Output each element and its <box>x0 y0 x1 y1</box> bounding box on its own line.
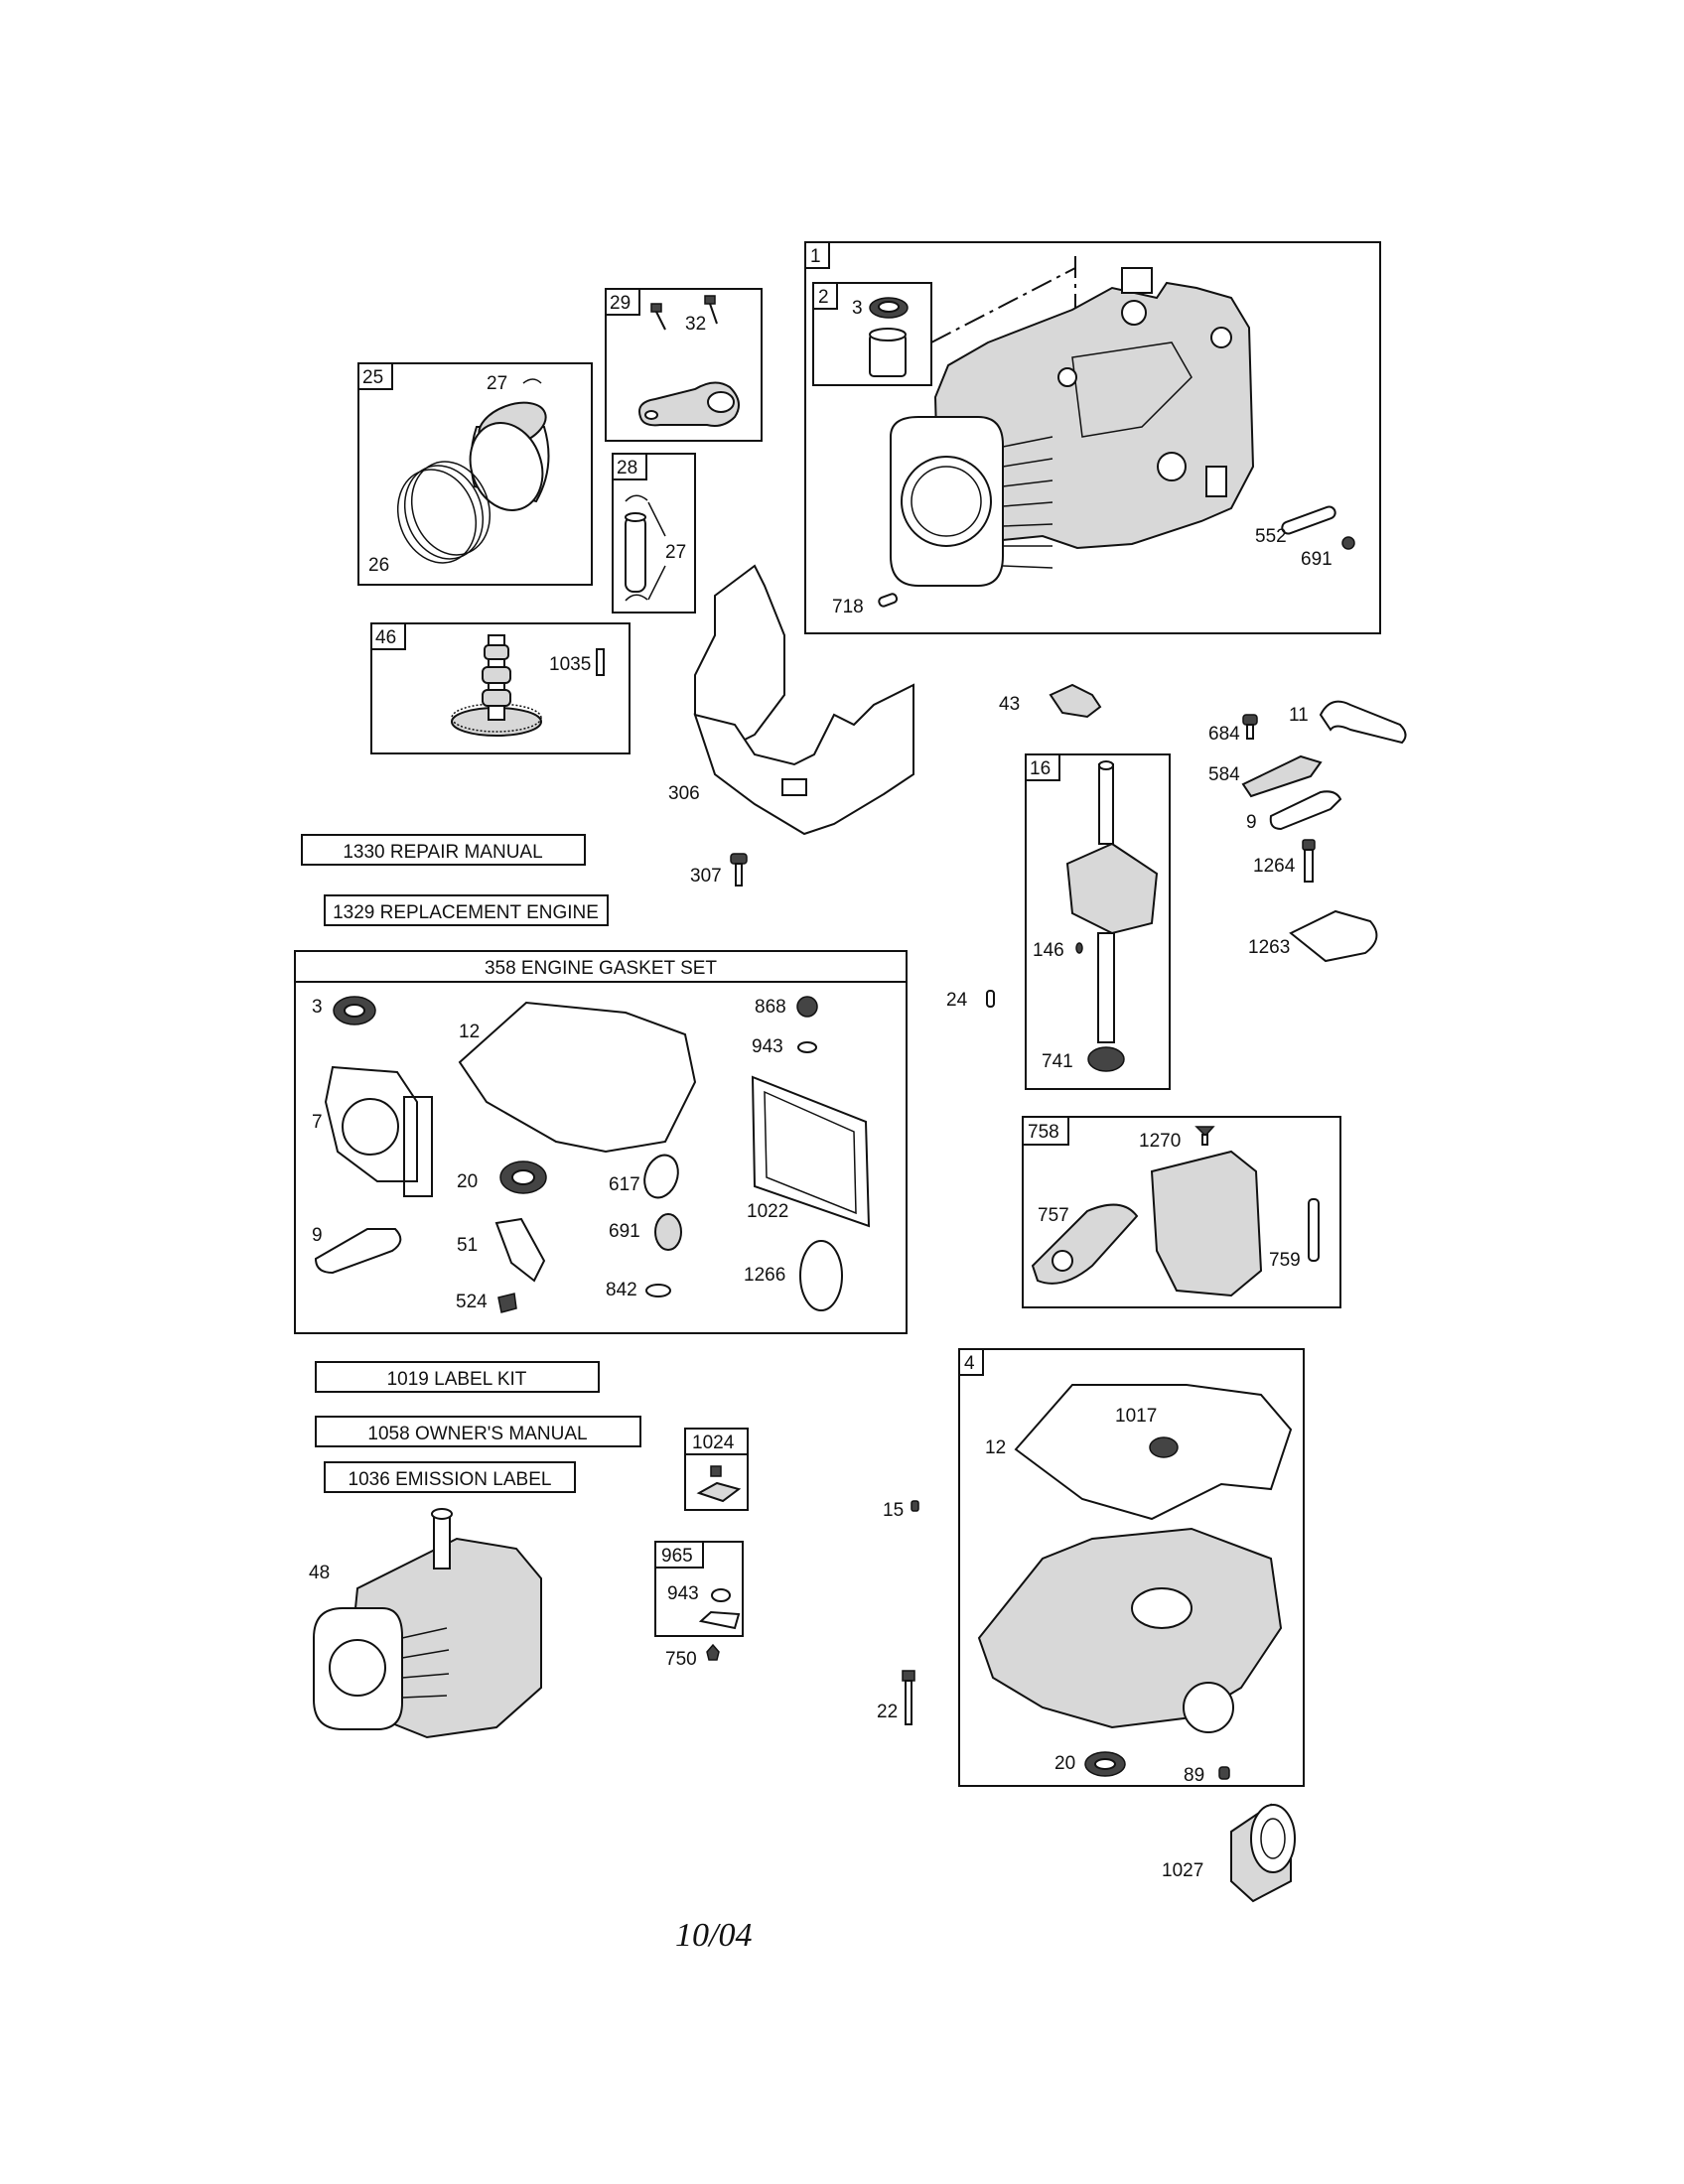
callout-20b: 20 <box>1054 1753 1075 1774</box>
group-1024-number: 1024 <box>692 1433 735 1453</box>
owners-manual-label: 1058 OWNER'S MANUAL <box>367 1424 587 1444</box>
callout-22: 22 <box>877 1702 898 1722</box>
callout-27a: 27 <box>487 373 507 394</box>
callout-24: 24 <box>946 990 968 1011</box>
callout-12b: 12 <box>985 1437 1006 1458</box>
group-965: 965 943 750 <box>654 1541 744 1670</box>
group-16-crankshaft: 16 146 741 24 <box>946 753 1171 1090</box>
drawing-date: 10/04 <box>675 1917 752 1954</box>
callout-1263: 1263 <box>1248 937 1290 958</box>
gasket-callout-51: 51 <box>457 1235 478 1256</box>
parts-breather-area: 43 684 11 584 9 1264 1263 <box>999 683 1407 963</box>
gasket-callout-943: 943 <box>752 1036 783 1057</box>
callout-48: 48 <box>309 1563 330 1583</box>
parts-misc-bottom: 15 22 1027 <box>877 1500 1296 1903</box>
repair-manual-label: 1330 REPAIR MANUAL <box>343 842 542 863</box>
group-2-number: 2 <box>818 287 829 308</box>
replacement-engine-label: 1329 REPLACEMENT ENGINE <box>333 902 599 923</box>
group-758-governor: 758 1270 757 759 <box>1022 1116 1341 1308</box>
group-16-number: 16 <box>1030 758 1051 779</box>
callout-1035: 1035 <box>549 654 591 675</box>
group-28-piston-pin: 28 27 <box>612 453 696 614</box>
group-4-number: 4 <box>964 1353 975 1374</box>
callout-552: 552 <box>1255 526 1287 547</box>
callout-757: 757 <box>1038 1205 1069 1226</box>
group-28-number: 28 <box>617 458 637 478</box>
group-46-number: 46 <box>375 627 396 648</box>
callout-43: 43 <box>999 694 1020 715</box>
callout-89: 89 <box>1184 1765 1204 1786</box>
group-965-number: 965 <box>661 1546 693 1567</box>
label-boxes: 1330 REPAIR MANUAL 1329 REPLACEMENT ENGI… <box>301 834 641 1493</box>
callout-1027: 1027 <box>1162 1860 1203 1881</box>
callout-684: 684 <box>1208 724 1240 745</box>
label-kit-label: 1019 LABEL KIT <box>387 1369 527 1390</box>
gasket-callout-1022: 1022 <box>747 1201 788 1222</box>
callout-741: 741 <box>1042 1051 1073 1072</box>
group-25-number: 25 <box>362 367 383 388</box>
group-358-gasket-set: 358 ENGINE GASKET SET 3 12 868 943 7 20 … <box>294 950 908 1334</box>
group-1-number: 1 <box>810 246 821 267</box>
callout-943b: 943 <box>667 1583 699 1604</box>
callout-27b: 27 <box>665 542 686 563</box>
gasket-callout-12: 12 <box>459 1022 480 1042</box>
group-1-cylinder-block: 1 2 3 552 691 718 <box>804 241 1381 634</box>
callout-32: 32 <box>685 314 706 335</box>
gasket-callout-20: 20 <box>457 1171 478 1192</box>
callout-11: 11 <box>1289 705 1309 726</box>
gasket-callout-3: 3 <box>312 997 323 1018</box>
callout-691a: 691 <box>1301 549 1333 570</box>
callout-750: 750 <box>665 1649 697 1670</box>
gasket-callout-691: 691 <box>609 1221 640 1242</box>
gasket-set-title: 358 ENGINE GASKET SET <box>485 958 717 979</box>
part-48-short-block: 48 <box>309 1508 542 1739</box>
callout-15: 15 <box>883 1500 904 1521</box>
callout-26: 26 <box>368 555 389 576</box>
callout-9a: 9 <box>1246 812 1257 833</box>
gasket-callout-9: 9 <box>312 1225 323 1246</box>
group-25-piston: 25 27 26 <box>357 362 593 586</box>
callout-1270: 1270 <box>1139 1131 1181 1152</box>
callout-307: 307 <box>690 866 722 887</box>
callout-3-top: 3 <box>852 298 863 319</box>
callout-759: 759 <box>1269 1250 1301 1271</box>
callout-1264: 1264 <box>1253 856 1296 877</box>
callout-146: 146 <box>1033 940 1064 961</box>
callout-306: 306 <box>668 783 700 804</box>
group-29-connecting-rod: 29 32 <box>605 288 763 442</box>
cylinder-block-illustration <box>890 267 1255 587</box>
group-4-sump: 4 1017 12 20 89 <box>958 1348 1305 1787</box>
gasket-callout-7: 7 <box>312 1112 323 1133</box>
group-29-number: 29 <box>610 293 631 314</box>
gasket-callout-1266: 1266 <box>744 1265 785 1286</box>
gasket-callout-842: 842 <box>606 1280 637 1300</box>
part-306-shroud: 306 307 <box>668 564 914 887</box>
callout-1017: 1017 <box>1115 1406 1157 1427</box>
gasket-callout-617: 617 <box>609 1174 640 1195</box>
callout-718: 718 <box>832 597 864 617</box>
group-758-number: 758 <box>1028 1122 1059 1143</box>
gasket-callout-868: 868 <box>755 997 786 1018</box>
group-46-camshaft: 46 1035 <box>370 622 631 754</box>
callout-584: 584 <box>1208 764 1240 785</box>
gasket-callout-524: 524 <box>456 1292 488 1312</box>
emission-label-label: 1036 EMISSION LABEL <box>349 1469 552 1490</box>
group-1024: 1024 <box>684 1428 749 1511</box>
